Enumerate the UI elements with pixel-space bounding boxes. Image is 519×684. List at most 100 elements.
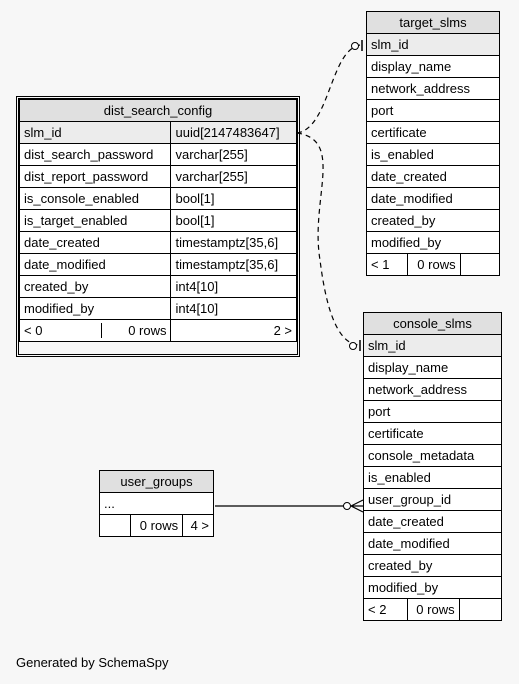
table-title[interactable]: console_slms (363, 312, 502, 335)
column-name[interactable]: ... (99, 492, 214, 515)
table-row[interactable]: date_modified (366, 187, 500, 210)
column-name[interactable]: display_name (366, 55, 500, 78)
column-name[interactable]: date_created (363, 510, 502, 533)
table-header[interactable]: dist_search_config (19, 99, 297, 122)
column-name[interactable]: dist_report_password (18, 165, 172, 188)
table-row[interactable]: network_address (366, 77, 500, 100)
table-row[interactable]: created_by (366, 209, 500, 232)
column-name[interactable]: certificate (363, 422, 502, 445)
table-row[interactable]: date_modified (363, 532, 502, 555)
children-link[interactable] (459, 253, 501, 276)
parents-link[interactable]: < 2 (363, 598, 408, 621)
table-row[interactable]: console_metadata (363, 444, 502, 467)
table-row[interactable]: slm_id (366, 33, 500, 56)
column-name[interactable]: port (366, 99, 500, 122)
table-row[interactable]: certificate (363, 422, 502, 445)
table-title[interactable]: dist_search_config (19, 99, 297, 122)
column-name[interactable]: date_modified (363, 532, 502, 555)
table-row[interactable]: certificate (366, 121, 500, 144)
column-name[interactable]: is_enabled (366, 143, 500, 166)
column-name[interactable]: is_target_enabled (18, 209, 172, 232)
table-row[interactable]: network_address (363, 378, 502, 401)
table-title[interactable]: target_slms (366, 11, 500, 34)
column-name[interactable]: date_modified (366, 187, 500, 210)
table-row[interactable]: date_created (366, 165, 500, 188)
column-name[interactable]: dist_search_password (18, 143, 172, 166)
column-name[interactable]: created_by (363, 554, 502, 577)
column-name[interactable]: network_address (363, 378, 502, 401)
table-row[interactable]: created_by (363, 554, 502, 577)
column-name[interactable]: slm_id (366, 33, 500, 56)
column-type: int4[10] (170, 275, 297, 298)
table-row[interactable]: modified_by (366, 231, 500, 254)
table-row[interactable]: modified_by (363, 576, 502, 599)
column-name[interactable]: date_modified (18, 253, 172, 276)
column-name[interactable]: modified_by (363, 576, 502, 599)
column-name[interactable]: port (363, 400, 502, 423)
dist-search-config-frame (16, 96, 300, 357)
column-name[interactable]: certificate (366, 121, 500, 144)
table-row[interactable]: display_name (363, 356, 502, 379)
row-count: 0 rows (130, 514, 184, 537)
relation-dist-to-target (296, 44, 361, 134)
children-link[interactable] (458, 598, 503, 621)
column-name[interactable]: created_by (18, 275, 172, 298)
column-name[interactable]: modified_by (18, 297, 172, 320)
relation-usergroup-many-marker (350, 499, 364, 513)
children-link[interactable]: 4 > (182, 514, 214, 537)
table-row[interactable]: display_name (366, 55, 500, 78)
column-type: int4[10] (170, 297, 297, 320)
column-name[interactable]: network_address (366, 77, 500, 100)
table-title[interactable]: user_groups (99, 470, 214, 493)
table-row[interactable]: port (366, 99, 500, 122)
parents-link[interactable] (98, 514, 132, 537)
column-name[interactable]: date_created (18, 231, 172, 254)
column-type: bool[1] (170, 187, 297, 210)
children-link[interactable]: 2 > (170, 319, 297, 342)
column-name[interactable]: is_console_enabled (18, 187, 172, 210)
table-header[interactable]: console_slms (363, 312, 502, 335)
table-row[interactable]: ... (99, 492, 214, 515)
table-row[interactable]: is_enabled (363, 466, 502, 489)
parents-link[interactable]: < 1 (366, 253, 408, 276)
column-type: timestamptz[35,6] (170, 253, 297, 276)
table-row[interactable]: slm_id (363, 334, 502, 357)
parents-link[interactable]: < 0 (21, 323, 102, 338)
table-row[interactable]: port (363, 400, 502, 423)
column-name[interactable]: is_enabled (363, 466, 502, 489)
table-header[interactable]: user_groups (99, 470, 214, 493)
table-header[interactable]: target_slms (366, 11, 500, 34)
table-row[interactable]: is_enabled (366, 143, 500, 166)
table-row[interactable]: date_created (363, 510, 502, 533)
column-name[interactable]: modified_by (366, 231, 500, 254)
column-type: uuid[2147483647] (170, 121, 297, 144)
column-name[interactable]: user_group_id (363, 488, 502, 511)
column-name[interactable]: slm_id (363, 334, 502, 357)
table-row[interactable]: user_group_id (363, 488, 502, 511)
row-count: 0 rows (406, 253, 461, 276)
column-name[interactable]: created_by (366, 209, 500, 232)
column-name[interactable]: slm_id (18, 121, 172, 144)
column-name[interactable]: console_metadata (363, 444, 502, 467)
column-name[interactable]: display_name (363, 356, 502, 379)
column-name[interactable]: date_created (366, 165, 500, 188)
relation-usergroup-zero-marker (343, 502, 351, 510)
